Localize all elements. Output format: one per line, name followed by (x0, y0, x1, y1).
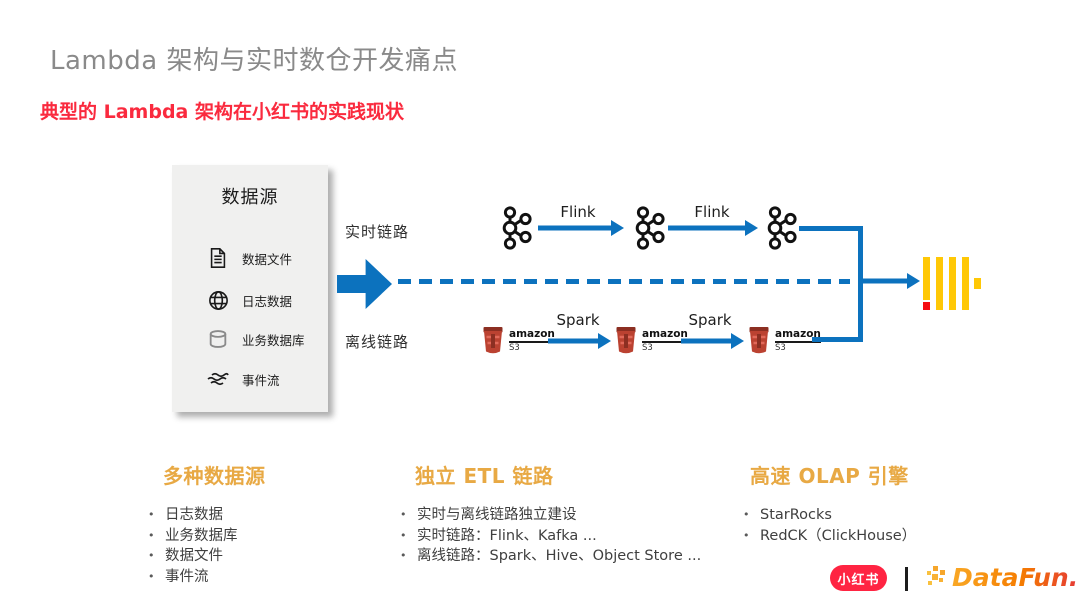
connector-line (799, 226, 863, 231)
bullet-list: StarRocks RedCK（ClickHouse） (740, 505, 916, 546)
globe-icon (206, 288, 230, 312)
datasource-item-label: 日志数据 (242, 293, 293, 309)
s3-label-amazon: amazon (775, 329, 821, 343)
realtime-lane-label: 实时链路 (345, 223, 410, 241)
document-icon (206, 246, 230, 270)
main-flow-arrow (337, 259, 392, 309)
column-heading: 多种数据源 (163, 464, 266, 488)
datasource-item-label: 数据文件 (242, 251, 293, 267)
amazon-s3-icon: amazon S3 (615, 326, 688, 355)
list-item: 离线链路：Spark、Hive、Object Store ... (397, 546, 701, 567)
list-item: 实时链路：Flink、Kafka ... (397, 526, 701, 547)
column-heading: 高速 OLAP 引擎 (750, 464, 909, 488)
list-item: 业务数据库 (145, 526, 266, 547)
edge-label-flink: Flink (694, 203, 730, 221)
datasource-item: 业务数据库 (206, 326, 305, 352)
connector-line (812, 337, 863, 342)
datasource-box-title: 数据源 (221, 187, 279, 208)
datafun-wordmark: DataFun. (952, 562, 1079, 592)
xiaohongshu-logo: 小红书 (830, 565, 887, 591)
datasource-item-label: 事件流 (242, 372, 280, 388)
list-item: 事件流 (145, 567, 266, 588)
column-etl: 独立 ETL 链路 实时与离线链路独立建设 实时链路：Flink、Kafka .… (397, 460, 701, 567)
s3-label-amazon: amazon (642, 329, 688, 343)
sink-arrow (858, 273, 920, 289)
datafun-logo: DataFun. (926, 561, 1078, 593)
vertical-bar-separator (905, 567, 908, 591)
datasource-item: 事件流 (206, 366, 280, 392)
bullet-list: 实时与离线链路独立建设 实时链路：Flink、Kafka ... 离线链路：Sp… (397, 505, 701, 567)
dashed-flow-line (398, 279, 850, 284)
datasource-item: 数据文件 (206, 245, 292, 271)
column-olap: 高速 OLAP 引擎 StarRocks RedCK（ClickHouse） (740, 460, 916, 546)
flink-arrow (538, 220, 624, 236)
amazon-s3-icon: amazon S3 (748, 326, 821, 355)
connector-line (858, 226, 863, 342)
kafka-icon (763, 206, 797, 250)
s3-label-s3: S3 (775, 343, 786, 353)
page-title: Lambda 架构与实时数仓开发痛点 (50, 46, 458, 76)
bullet-list: 日志数据 业务数据库 数据文件 事件流 (145, 505, 266, 587)
datasource-box: 数据源 数据文件 日志数据 (172, 165, 328, 412)
kafka-icon (498, 206, 532, 250)
flink-arrow (668, 220, 758, 236)
s3-label-amazon: amazon (509, 329, 555, 343)
spark-arrow (681, 333, 744, 349)
kafka-icon (631, 206, 665, 250)
s3-label-s3: S3 (509, 343, 520, 353)
stream-icon (206, 367, 230, 391)
list-item: 日志数据 (145, 505, 266, 526)
spark-arrow (548, 333, 611, 349)
s3-label-s3: S3 (642, 343, 653, 353)
edge-label-spark: Spark (688, 311, 732, 329)
list-item: RedCK（ClickHouse） (740, 526, 916, 547)
slide-subtitle: 典型的 Lambda 架构在小红书的实践现状 (40, 101, 404, 123)
datasource-item: 日志数据 (206, 287, 292, 313)
edge-label-spark: Spark (556, 311, 600, 329)
datafun-mosaic-icon (926, 561, 950, 593)
list-item: StarRocks (740, 505, 916, 526)
column-datasources: 多种数据源 日志数据 业务数据库 数据文件 事件流 (145, 460, 266, 587)
edge-label-flink: Flink (560, 203, 596, 221)
datasource-item-label: 业务数据库 (242, 332, 305, 348)
database-icon (206, 327, 230, 351)
column-heading: 独立 ETL 链路 (415, 464, 554, 488)
clickhouse-logo (921, 257, 983, 310)
list-item: 实时与离线链路独立建设 (397, 505, 701, 526)
list-item: 数据文件 (145, 546, 266, 567)
amazon-s3-icon: amazon S3 (482, 326, 555, 355)
offline-lane-label: 离线链路 (345, 333, 410, 351)
